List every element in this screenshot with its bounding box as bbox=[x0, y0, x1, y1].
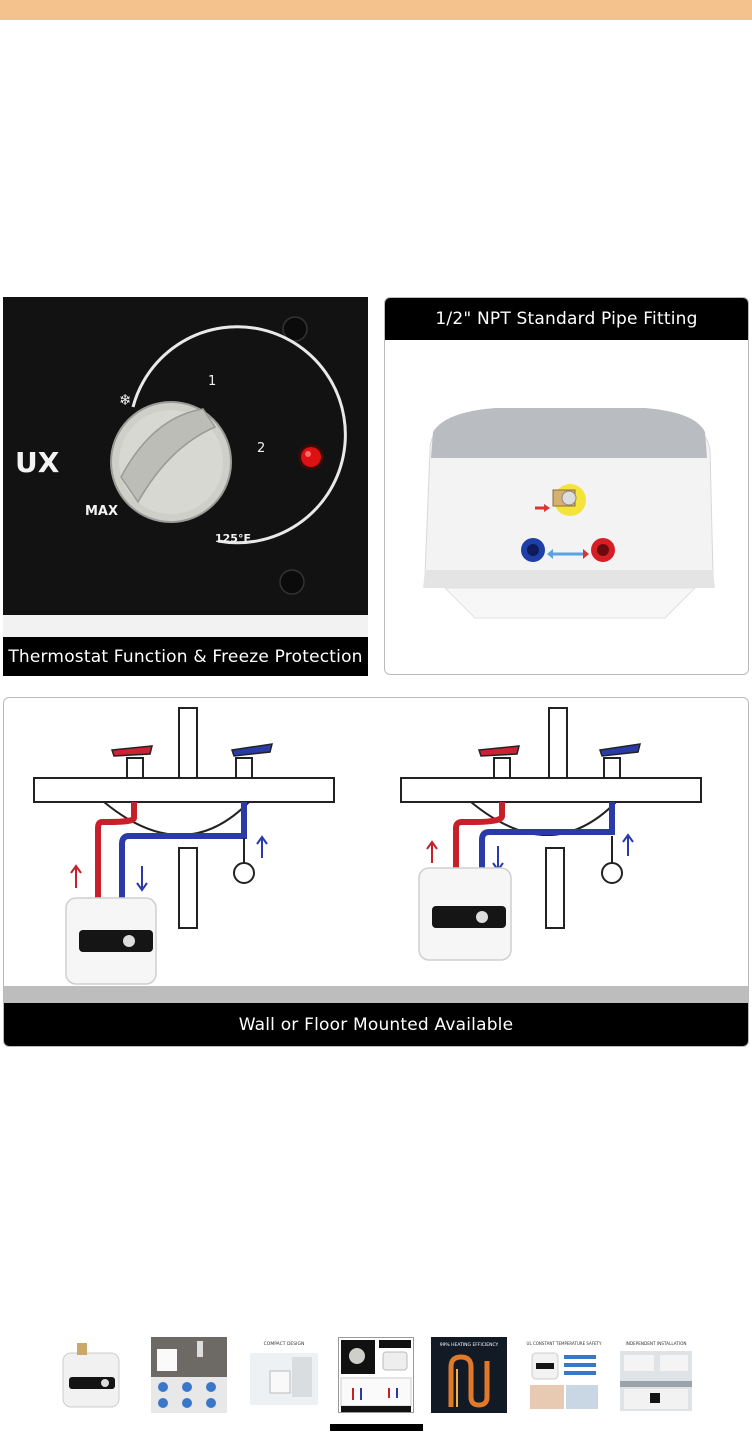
thumbnail-features-image bbox=[151, 1337, 227, 1413]
thumbnail-kitchen-image: INDEPENDENT INSTALLATION bbox=[618, 1337, 694, 1413]
dial-label-1: 1 bbox=[208, 374, 216, 389]
thumbnail-5-label: 99% HEATING EFFICIENCY bbox=[440, 1342, 499, 1348]
thumbnail-4-selected[interactable] bbox=[338, 1337, 414, 1413]
thumbnail-6[interactable]: UL CONSTANT TEMPERATURE SAFETY bbox=[526, 1337, 602, 1413]
thumbnail-5[interactable]: 99% HEATING EFFICIENCY bbox=[431, 1337, 507, 1413]
thumbnail-3[interactable]: COMPACT DESIGN bbox=[246, 1337, 322, 1413]
thumbnail-3-label: COMPACT DESIGN bbox=[264, 1341, 305, 1347]
thumbnail-7-label: INDEPENDENT INSTALLATION bbox=[625, 1341, 686, 1346]
dial-label-temp: 125°F bbox=[215, 532, 251, 545]
thermostat-caption: Thermostat Function & Freeze Protection bbox=[3, 637, 368, 676]
snowflake-icon: ❄ bbox=[119, 391, 132, 409]
thumbnail-heater-image bbox=[55, 1337, 131, 1413]
mounting-image-panel[interactable]: Wall or Floor Mounted Available bbox=[3, 697, 749, 1047]
brand-fragment: UX bbox=[15, 446, 60, 479]
pipe-fitting-image-panel[interactable]: 1/2" NPT Standard Pipe Fitting bbox=[384, 297, 749, 675]
heater-top-illustration bbox=[423, 408, 715, 619]
dial-label-max: MAX bbox=[85, 504, 118, 519]
wall-mount-scenario bbox=[33, 707, 335, 985]
selected-thumbnail-indicator bbox=[330, 1424, 423, 1431]
mounting-diagram bbox=[4, 707, 748, 1003]
top-banner-strip bbox=[0, 0, 752, 20]
thumbnail-strip: COMPACT DESIGN 99% HEATING EFFICIENCY bbox=[55, 1337, 700, 1417]
thumbnail-compact-image: COMPACT DESIGN bbox=[246, 1337, 322, 1413]
thumbnail-efficiency-image: 99% HEATING EFFICIENCY bbox=[431, 1337, 507, 1413]
thumbnail-current-image bbox=[339, 1338, 413, 1412]
thermostat-illustration: UX ❄ 1 2 MAX 125°F bbox=[3, 297, 368, 637]
dial-label-2: 2 bbox=[257, 441, 265, 456]
thermostat-image-panel[interactable]: UX ❄ 1 2 MAX 125°F Thermostat Function &… bbox=[3, 297, 368, 676]
thumbnail-1[interactable] bbox=[55, 1337, 131, 1413]
pipe-fitting-caption: 1/2" NPT Standard Pipe Fitting bbox=[385, 298, 748, 340]
mounting-caption: Wall or Floor Mounted Available bbox=[4, 1003, 748, 1046]
thumbnail-6-label: UL CONSTANT TEMPERATURE SAFETY bbox=[527, 1341, 602, 1346]
thumbnail-safety-image: UL CONSTANT TEMPERATURE SAFETY bbox=[526, 1337, 602, 1413]
floor-mount-scenario bbox=[400, 707, 702, 961]
thumbnail-7[interactable]: INDEPENDENT INSTALLATION bbox=[618, 1337, 694, 1413]
thumbnail-2[interactable] bbox=[151, 1337, 227, 1413]
